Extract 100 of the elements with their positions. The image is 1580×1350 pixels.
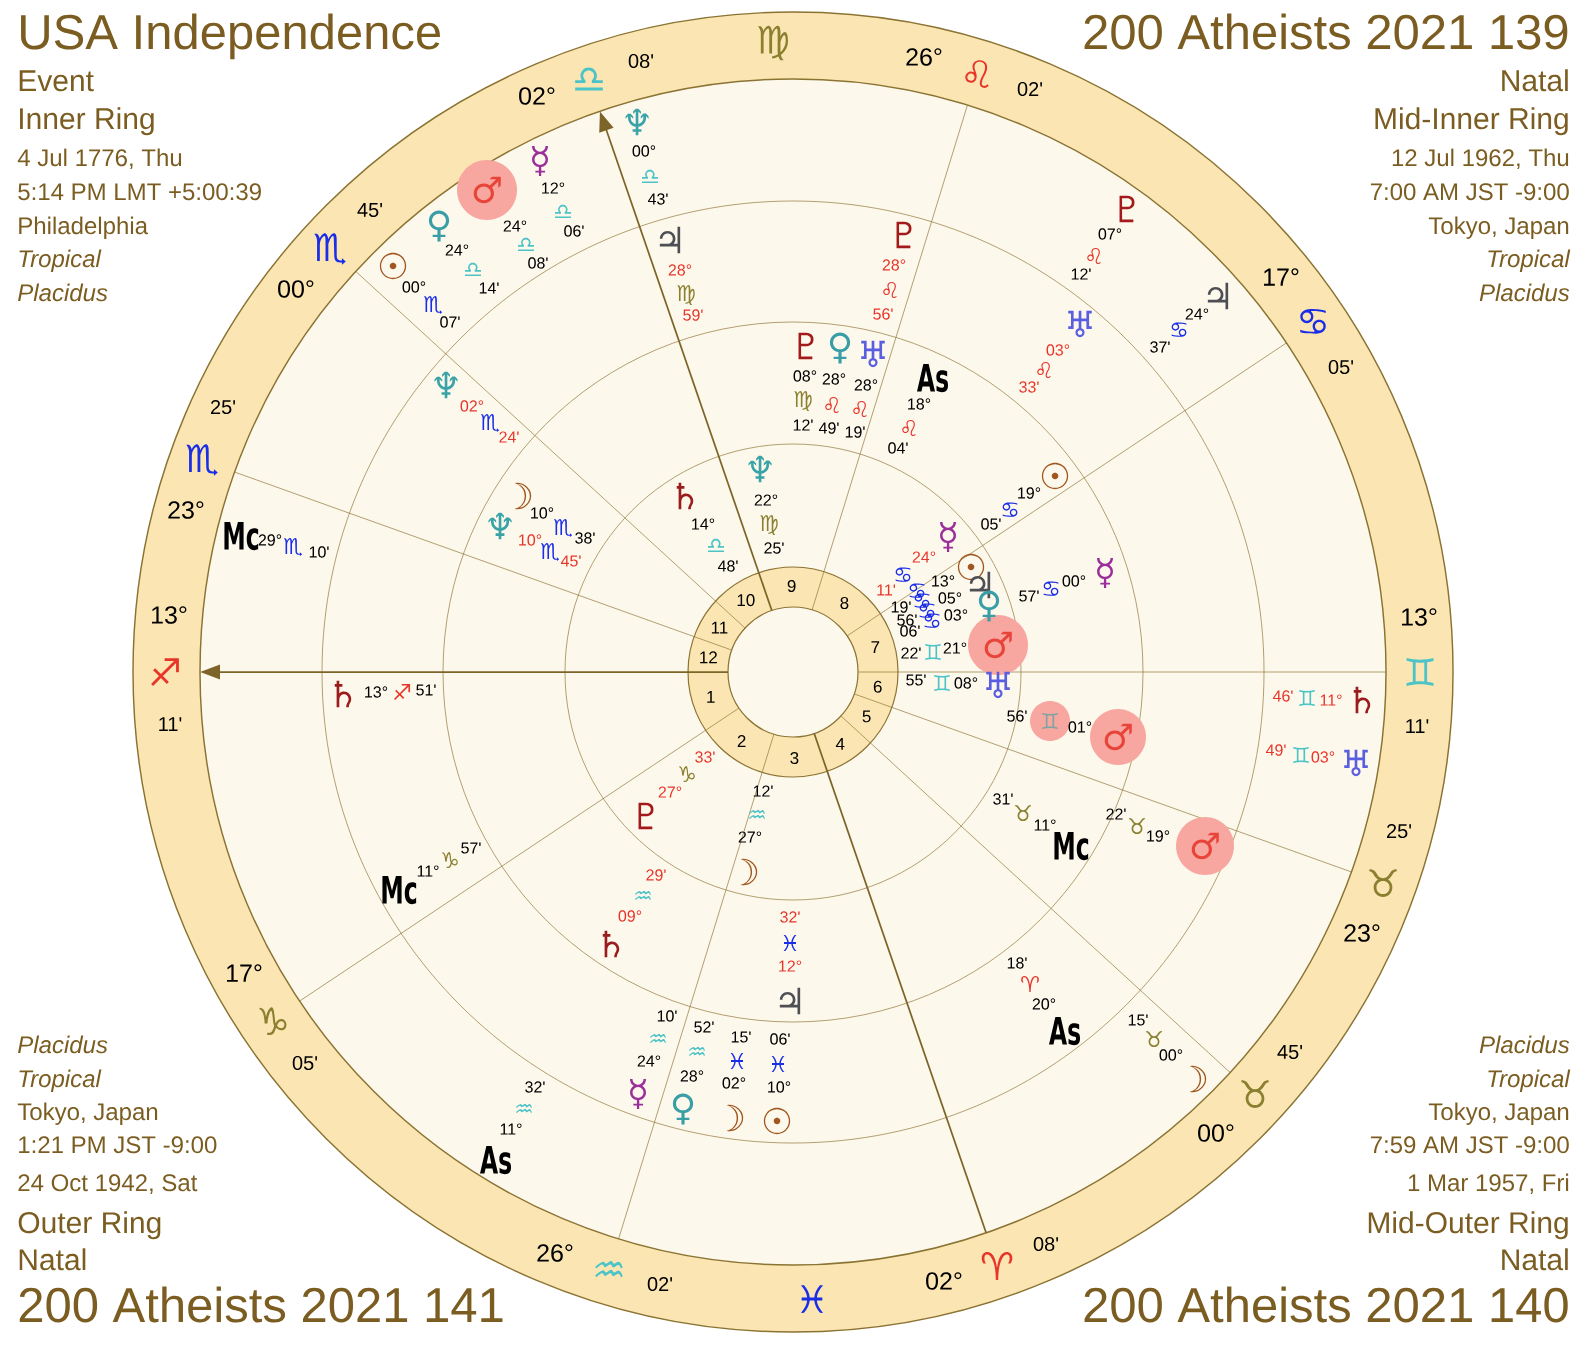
planet-glyph: ♇ — [798, 332, 814, 360]
zodiac-sign: ♌ — [965, 60, 989, 88]
zodiac-sign: ♏ — [186, 444, 218, 476]
planet-glyph: ☿ — [940, 522, 956, 552]
position-value: 18° — [908, 398, 931, 410]
planet-glyph: ♆ — [625, 108, 649, 136]
chart-detail: Tokyo, Japan — [17, 1102, 158, 1125]
position-value: 48' — [717, 560, 738, 572]
position-value: 02° — [460, 400, 484, 412]
sign-glyph: ♊ — [1293, 747, 1309, 764]
planet-glyph: ♃ — [779, 987, 801, 1015]
position-value: 14° — [692, 518, 715, 530]
position-value: 13° — [365, 686, 388, 698]
sign-glyph: ♐ — [393, 684, 411, 701]
angle-label: Mc — [1054, 831, 1089, 861]
cusp-minute: 05' — [1328, 359, 1354, 375]
sign-glyph: ♉ — [1146, 1031, 1162, 1048]
planet-glyph: ☽ — [726, 1104, 744, 1132]
planet-glyph: ☽ — [1189, 1065, 1207, 1093]
cusp-minute: 45' — [357, 203, 382, 217]
position-value: 12° — [779, 960, 802, 972]
sign-glyph: ♍ — [677, 285, 695, 306]
position-value: 10' — [309, 546, 329, 558]
position-value: 10° — [531, 507, 554, 519]
sign-glyph: ♓ — [783, 935, 797, 952]
chart-detail: 7:59 AM JST -9:00 — [1370, 1136, 1569, 1154]
chart-type: Outer Ring — [18, 1211, 161, 1240]
chart-detail: 1:21 PM JST -9:00 — [19, 1136, 217, 1154]
position-value: 56' — [873, 308, 893, 320]
chart-detail: 4 Jul 1776, Thu — [17, 148, 182, 170]
chart-detail: 1 Mar 1957, Fri — [1408, 1173, 1569, 1195]
planet-glyph: ☿ — [532, 146, 548, 176]
position-value: 19° — [1147, 830, 1170, 842]
planet-glyph: ♆ — [748, 455, 772, 483]
position-value: 09° — [618, 910, 642, 922]
house-number: 12 — [700, 651, 717, 664]
sign-glyph: ♌ — [902, 420, 916, 437]
position-value: 19' — [845, 426, 865, 438]
zodiac-sign: ♓ — [800, 1285, 824, 1313]
position-value: 08° — [793, 370, 817, 382]
sign-glyph: ♏ — [540, 542, 560, 562]
sign-glyph: ♊ — [934, 675, 950, 692]
position-value: 57' — [461, 842, 481, 854]
position-value: 13° — [932, 575, 955, 587]
chart-detail: Tokyo, Japan — [1428, 1102, 1569, 1125]
position-value: 51' — [416, 684, 436, 696]
sign-glyph: ♋ — [1043, 581, 1059, 596]
position-value: 06' — [900, 625, 920, 637]
chart-type: Mid-Inner Ring — [1375, 107, 1568, 136]
planet-glyph: ♆ — [488, 512, 512, 540]
position-value: 05' — [981, 518, 1001, 530]
position-value: 49' — [1265, 744, 1286, 756]
position-value: 45' — [560, 555, 581, 567]
position-value: 06' — [564, 225, 584, 237]
house-number: 4 — [835, 738, 845, 750]
cusp-minute: 08' — [1033, 1236, 1058, 1252]
sign-glyph: ♒ — [635, 890, 651, 900]
planet-glyph: ♄ — [676, 482, 694, 510]
position-value: 24' — [499, 431, 519, 443]
position-value: 28° — [882, 259, 906, 271]
house-number: 7 — [871, 641, 880, 653]
position-value: 15' — [731, 1031, 751, 1043]
sign-glyph: ♌ — [1087, 248, 1101, 265]
cusp-minute: 25' — [1387, 823, 1412, 839]
cusp-minute: 11' — [1406, 719, 1429, 733]
position-value: 52' — [694, 1021, 714, 1033]
chart-type: Inner Ring — [20, 107, 154, 136]
cusp-degree: 00° — [1198, 1124, 1234, 1142]
cusp-minute: 02' — [1017, 81, 1042, 97]
house-number: 8 — [840, 597, 849, 610]
position-value: 33' — [695, 751, 715, 763]
chart-type: Natal — [1502, 1248, 1568, 1271]
position-value: 31' — [993, 793, 1013, 805]
position-value: 55' — [906, 674, 926, 686]
chart-heading: 200 Atheists 2021 140 — [1084, 1286, 1568, 1323]
position-value: 12' — [793, 419, 813, 431]
sign-glyph: ♌ — [853, 401, 867, 418]
sign-glyph: ♋ — [1002, 502, 1018, 517]
position-value: 00° — [402, 281, 426, 293]
cusp-degree: 00° — [278, 280, 314, 298]
angle-label: Mc — [224, 521, 259, 551]
position-value: 02° — [722, 1077, 746, 1089]
house-number: 2 — [737, 735, 746, 747]
position-value: 29° — [258, 534, 282, 546]
position-value: 19° — [1018, 487, 1041, 499]
cusp-degree: 26° — [537, 1244, 573, 1262]
sign-glyph: ♒ — [516, 1103, 532, 1113]
position-value: 01° — [1068, 721, 1092, 733]
position-value: 11° — [417, 865, 439, 877]
chart-detail: Tokyo, Japan — [1428, 216, 1569, 239]
sign-glyph: ♓ — [730, 1053, 744, 1070]
position-value: 03° — [1311, 751, 1335, 763]
sign-glyph: ♉ — [1015, 805, 1031, 822]
sign-glyph: ♎ — [555, 204, 572, 219]
position-value: 24° — [912, 551, 936, 563]
sign-glyph: ♒ — [689, 1046, 705, 1056]
planet-glyph: ♇ — [638, 802, 654, 830]
zodiac-sign: ♊ — [1406, 658, 1434, 686]
position-value: 32' — [525, 1081, 545, 1093]
sign-glyph: ♊ — [1299, 690, 1315, 707]
